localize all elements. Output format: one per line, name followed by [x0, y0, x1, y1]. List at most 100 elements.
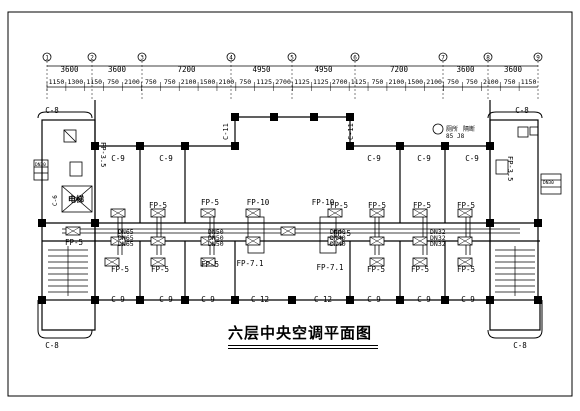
- right-equipment: [495, 126, 562, 195]
- fan-coil-unit: [200, 236, 216, 246]
- span-minor-label: 2700: [332, 78, 348, 86]
- toilet-j: J8: [457, 133, 465, 140]
- span-minor-label: 750: [145, 78, 157, 86]
- fan-coil-unit: [200, 208, 216, 218]
- span-minor-label: 1125: [313, 78, 329, 86]
- span-minor-label: 2100: [219, 78, 235, 86]
- duct-tag: C-12: [251, 295, 269, 304]
- pipe-size: DN65: [118, 240, 134, 248]
- pipe-size: DN50: [208, 234, 224, 242]
- fan-coil-unit: [110, 236, 126, 246]
- axis-number: 4: [229, 55, 233, 62]
- toilet-label: 厕所: [446, 125, 458, 133]
- pipe-size: DN65: [118, 228, 134, 236]
- span-minor-label: 750: [239, 78, 251, 86]
- fp35-label: FP-3.5: [506, 156, 514, 181]
- span-minor-label: 1500: [407, 78, 423, 86]
- axis-number: 3: [140, 55, 144, 62]
- fan-coil-unit: [245, 236, 261, 246]
- duct-tag: C-8: [513, 341, 527, 350]
- left-equipment: [33, 129, 83, 181]
- span-minor-label: 1150: [86, 78, 102, 86]
- title-underline: [228, 345, 378, 346]
- axis-number: 6: [353, 55, 357, 62]
- span-minor-label: 750: [107, 78, 119, 86]
- fan-coil-unit: [412, 236, 428, 246]
- fan-coil-unit: [457, 208, 473, 218]
- span-minor-label: 750: [504, 78, 516, 86]
- fp71-label: FP-7.1: [316, 263, 343, 272]
- span-major-label: 3600: [456, 65, 475, 74]
- fan-coil-unit: [65, 226, 81, 236]
- duct-tag: C-12: [314, 295, 332, 304]
- fan-coil-unit: [327, 236, 343, 246]
- pipe-size: DN50: [208, 228, 224, 236]
- fp5-label: FP-5: [413, 201, 431, 210]
- span-major-label: 4950: [314, 65, 333, 74]
- duct-tag: C-8: [45, 106, 59, 115]
- duct-tag: C-9: [417, 154, 431, 163]
- axis-number: 1: [45, 55, 49, 62]
- axis-number: 8: [486, 55, 490, 62]
- fan-coil-unit: [245, 208, 261, 218]
- span-major-label: 4950: [252, 65, 271, 74]
- pipe-size: DN32: [430, 228, 446, 236]
- fan-coil-unit: [150, 208, 166, 218]
- duct-tag: C-9: [111, 295, 125, 304]
- axis-number: 5: [290, 55, 294, 62]
- span-minor-label: 1125: [256, 78, 272, 86]
- span-minor-label: 1150: [521, 78, 537, 86]
- duct-tag: C-8: [45, 341, 59, 350]
- toilet-num: 85: [446, 133, 454, 140]
- drawing-frame: [7, 11, 573, 397]
- toilet-symbol: [432, 123, 444, 135]
- duct-tag: C-9: [465, 154, 479, 163]
- fp35-label: FP-3.5: [99, 142, 107, 167]
- duct-tag: C-9: [159, 295, 173, 304]
- side-box-label: DN30: [543, 180, 554, 186]
- fan-coil-unit: [369, 236, 385, 246]
- fp5-label: FP-5: [411, 265, 429, 274]
- duct-tag-c6: C-6: [52, 195, 59, 206]
- stair-left: [48, 246, 88, 296]
- span-minor-label: 2100: [483, 78, 499, 86]
- fp5-label: FP-5: [111, 265, 129, 274]
- fp10-label: FP-10: [312, 198, 335, 207]
- fan-coil-unit: [150, 257, 166, 267]
- duct-tag: C-9: [417, 295, 431, 304]
- pipe-size: DN50: [208, 240, 224, 248]
- span-major-label: 7200: [177, 65, 196, 74]
- span-minor-label: 1300: [67, 78, 83, 86]
- duct-tag: C-8: [515, 106, 529, 115]
- span-minor-label: 2100: [124, 78, 140, 86]
- fp71-label: FP-7.1: [236, 259, 263, 268]
- span-minor-label: 1125: [294, 78, 310, 86]
- fan-coil-unit: [369, 257, 385, 267]
- toilet-extra: 隔断: [463, 125, 475, 133]
- span-major-label: 3600: [108, 65, 127, 74]
- fp5-label: FP-5: [367, 265, 385, 274]
- fan-coil-unit: [150, 236, 166, 246]
- fan-coil-unit: [457, 236, 473, 246]
- span-minor-label: 2700: [275, 78, 291, 86]
- span-minor-label: 1125: [351, 78, 367, 86]
- stair-right: [495, 246, 535, 296]
- pipe-size: DN40: [330, 240, 346, 248]
- fan-coil-unit: [369, 208, 385, 218]
- duct-tag-c11: C-11: [347, 123, 355, 140]
- fan-coil-unit: [412, 208, 428, 218]
- fan-coil-unit: [457, 257, 473, 267]
- fan-coil-unit: [104, 257, 120, 267]
- fp5-label: FP-5: [65, 238, 83, 247]
- side-box-label: DN30: [35, 162, 46, 168]
- fp5-label: FP-5: [368, 201, 386, 210]
- fp5-label: FP-5: [333, 229, 351, 238]
- axis-number: 2: [90, 55, 94, 62]
- title-underline-2: [228, 348, 378, 349]
- span-minor-label: 1150: [49, 78, 65, 86]
- span-minor-label: 2100: [181, 78, 197, 86]
